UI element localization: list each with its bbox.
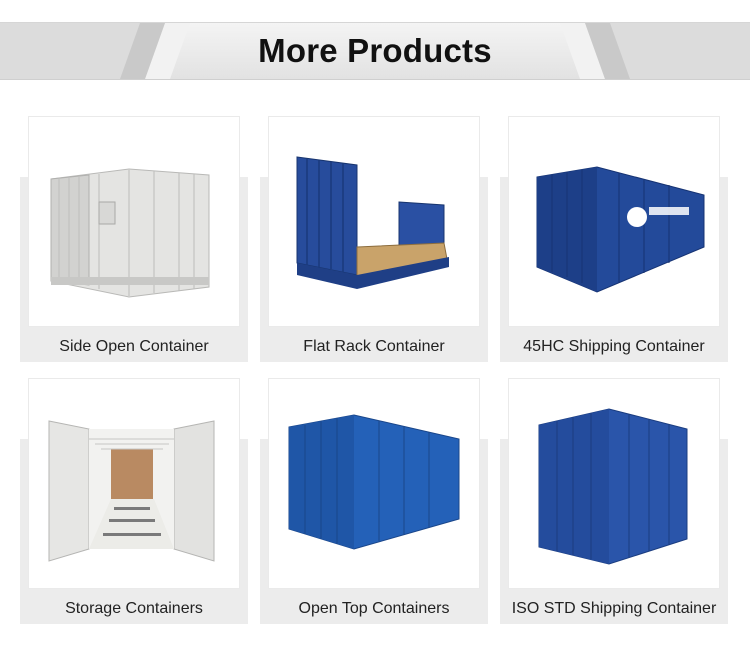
banner-decoration-right bbox=[560, 23, 750, 79]
product-card-open-top[interactable]: Open Top Containers bbox=[260, 379, 488, 624]
side-open-container-image[interactable] bbox=[29, 117, 239, 326]
product-card-iso-std[interactable]: ISO STD Shipping Container bbox=[500, 379, 728, 624]
product-label[interactable]: Side Open Container bbox=[59, 338, 209, 355]
product-label[interactable]: Flat Rack Container bbox=[303, 338, 445, 355]
section-header-banner: More Products bbox=[0, 22, 750, 80]
product-card-storage[interactable]: Storage Containers bbox=[20, 379, 248, 624]
product-card-flat-rack[interactable]: Flat Rack Container bbox=[260, 117, 488, 362]
banner-decoration-left bbox=[0, 23, 190, 79]
flat-rack-container-image[interactable] bbox=[269, 117, 479, 326]
iso-std-container-image[interactable] bbox=[509, 379, 719, 588]
product-card-45hc[interactable]: 45HC Shipping Container bbox=[500, 117, 728, 362]
product-label[interactable]: 45HC Shipping Container bbox=[523, 338, 705, 355]
storage-container-image[interactable] bbox=[29, 379, 239, 588]
45hc-container-image[interactable] bbox=[509, 117, 719, 326]
section-title: More Products bbox=[258, 32, 492, 69]
open-top-container-image[interactable] bbox=[269, 379, 479, 588]
product-label[interactable]: Storage Containers bbox=[65, 600, 203, 617]
product-card-side-open[interactable]: Side Open Container bbox=[20, 117, 248, 362]
product-label[interactable]: ISO STD Shipping Container bbox=[511, 600, 717, 617]
product-label[interactable]: Open Top Containers bbox=[298, 600, 450, 617]
